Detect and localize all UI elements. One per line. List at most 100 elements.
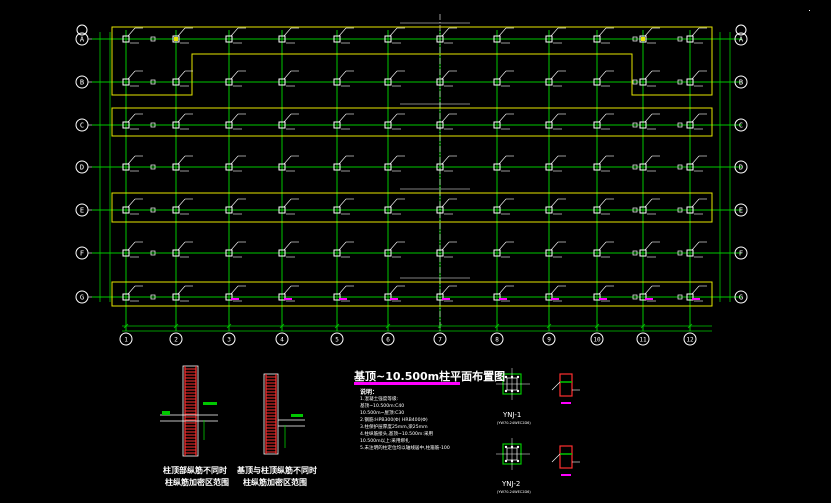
column [384,206,392,214]
row-axis-label: B [80,79,84,87]
column-leader [177,241,186,251]
notes-line: 10.500m以上:采用绑扎 [360,439,410,444]
column-leader [338,155,347,165]
column-leader [338,70,347,80]
column-leader [644,113,653,123]
column-leader [550,27,559,37]
joint-bar [504,459,508,463]
column-leader [598,285,607,295]
column-leader [550,285,559,295]
col-axis-bubble [590,332,604,346]
column [639,35,647,43]
column-leader [550,241,559,251]
column [122,78,130,86]
joint-2-plan [496,438,530,470]
column [593,163,601,171]
column-leader [598,241,607,251]
row-axis-bubble [734,203,748,217]
column-mark [284,298,292,300]
column [225,206,233,214]
column-mark [339,298,347,300]
col-axis-bubble [433,332,447,346]
row-axis-bubble [734,75,748,89]
column-leader [177,70,186,80]
column [384,249,392,257]
column [639,121,647,129]
notes-heading: 说明： [360,389,379,396]
notes-line: 基顶~10.500m:C40 [360,404,405,409]
column-leader [691,27,700,37]
column [545,35,553,43]
row-axis-label: A [739,36,744,44]
column [333,78,341,86]
joint-bar [516,445,520,449]
column [493,293,501,301]
building-outline [111,22,713,307]
column [593,249,601,257]
section-2-sub: 柱纵筋加密区范围 [243,478,307,487]
column-leader [389,113,398,123]
col-axis-label: 4 [280,337,284,344]
col-axis-label: 7 [438,337,442,344]
column [639,78,647,86]
outline-band [111,281,713,307]
column [686,121,694,129]
column-leader [127,198,136,208]
jsec-leader [551,381,561,391]
column-leader [338,285,347,295]
row-axis-label: G [739,294,743,302]
column [436,121,444,129]
col-axis-label: 1 [124,337,128,344]
column-leader [177,113,186,123]
column-leader [598,113,607,123]
column-mark [390,298,398,300]
column [278,293,286,301]
column [686,293,694,301]
column [436,163,444,171]
column-leader [691,155,700,165]
column [278,78,286,86]
column-leader [230,113,239,123]
row-axis-label: F [739,250,743,258]
column-leader [127,285,136,295]
col-axis-bubble [542,332,556,346]
column-leader [644,27,653,37]
column-leader [338,241,347,251]
joint-bar [516,375,520,379]
col-axis-bubble [119,332,133,346]
column-layout [122,27,707,302]
column-leader [441,241,450,251]
notes-line: 4.柱纵筋接头,基顶~10.500m:采用 [360,432,434,437]
outline-top [111,26,713,96]
col-axis-bubble [169,332,183,346]
column-leader [127,27,136,37]
row-axis-label: D [80,164,84,172]
column-leader [691,113,700,123]
joint-2-section [551,445,580,476]
column [593,121,601,129]
column-leader [644,155,653,165]
notes-line: 10.500m~屋顶:C30 [360,411,405,416]
column [493,121,501,129]
jsec-leader [551,453,561,463]
joint-bar [516,389,520,393]
dim-tick [494,323,500,329]
dim-tick [279,323,285,329]
row-axis-label: C [80,122,84,130]
column-leader [691,285,700,295]
column [384,78,392,86]
column-leader [644,285,653,295]
column-leader [283,241,292,251]
dim-tick [226,323,232,329]
plan-title: 基顶~10.500m柱平面布置图 [354,370,506,383]
column [122,293,130,301]
column-mark [692,298,700,300]
column-leader [127,241,136,251]
row-axis-label: E [80,207,84,215]
column-mark [599,298,607,300]
row-axis-label: B [739,79,743,87]
column [545,163,553,171]
design-notes: 说明： 1.混凝土强度等级: 基顶~10.500m:C40 10.500m~屋顶… [360,389,450,452]
